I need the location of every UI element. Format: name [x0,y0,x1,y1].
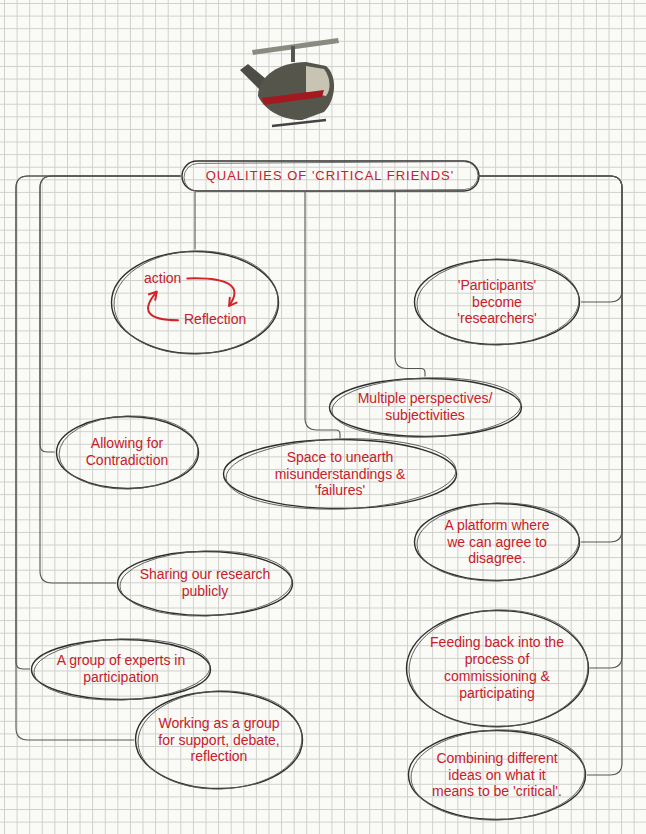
bubble-content: actionReflection [110,270,280,375]
ellipse-stroke [416,256,581,348]
bubble-text: Combining different ideas on what it mea… [429,750,565,800]
mind-map-bubble: A group of experts in participation [30,638,212,701]
bubble-text: Reflection [184,311,246,328]
mind-map-bubble: Combining different ideas on what it mea… [407,729,587,821]
bubble-text: Space to unearth misunderstandings & 'fa… [250,449,431,499]
connector-line [395,192,425,377]
bubble-content: Multiple perspectives/ subjectivities [328,377,523,438]
connector-line [194,192,195,250]
cycle-arrow [187,278,234,306]
bubble-content: Feeding back into the process of commiss… [405,609,590,728]
ellipse-stroke [118,551,293,615]
red-stripe [262,90,324,105]
ellipse-stroke [224,440,457,509]
mind-map-bubble: actionReflection [110,250,280,355]
ellipse-stroke [225,435,457,513]
connector-line [480,176,623,542]
connector-line [40,176,181,583]
mind-map-bubble: Working as a group for support, debate, … [134,690,304,790]
helicopter [240,38,339,126]
bubble-text: Multiple perspectives/ subjectivities [351,390,499,424]
connector-line [305,192,340,438]
ellipse-stroke [57,413,198,491]
bubble-text: A platform where we can agree to disagre… [434,517,560,567]
cycle-arrowhead [229,297,236,305]
mind-map-bubble: Multiple perspectives/ subjectivities [328,377,523,438]
bubble-content: Combining different ideas on what it mea… [407,729,587,821]
pill-stroke [182,161,479,191]
rotor-blade [252,38,339,55]
bubble-text: A group of experts in participation [52,652,190,686]
pill-stroke [183,161,477,191]
ellipse-stroke [329,378,521,436]
bubble-content: Allowing for Contradiction [55,415,200,490]
ellipse-stroke [407,606,590,729]
rotor-mast [291,46,295,62]
mind-map-bubble: A platform where we can agree to disagre… [413,502,581,582]
bubble-content: A group of experts in participation [30,638,212,701]
bubble-content: 'Participants' become 'researchers' [413,258,581,346]
mind-map-bubble: Space to unearth misunderstandings & 'fa… [222,438,458,510]
ellipse-stroke [415,260,580,345]
ellipse-stroke [331,374,522,440]
cycle-arrowhead [149,291,157,299]
title-pill: QUALITIES OF 'CRITICAL FRIENDS' [181,160,480,192]
bubble-text: Sharing our research publicly [138,566,272,600]
title-text: QUALITIES OF 'CRITICAL FRIENDS' [206,168,455,184]
mind-map-bubble: 'Participants' become 'researchers' [413,258,581,346]
ellipse-stroke [415,504,580,581]
bubble-content: Working as a group for support, debate, … [134,690,304,790]
mind-map-bubble: Allowing for Contradiction [55,415,200,490]
bubble-content: A platform where we can agree to disagre… [413,502,581,582]
cycle-arrow [148,291,178,319]
bubble-text: action [144,270,181,287]
skid [272,120,326,126]
bubble-content: Sharing our research publicly [116,550,294,617]
ellipse-stroke [409,727,586,823]
bubble-outline [110,250,280,355]
bubble-content: Space to unearth misunderstandings & 'fa… [222,438,458,510]
ellipse-stroke [32,639,211,699]
ellipse-stroke [136,688,303,792]
ellipse-stroke [416,500,581,584]
ellipse-stroke [112,248,279,357]
mind-map-bubble: Sharing our research publicly [116,550,294,617]
bubble-text: 'Participants' become 'researchers' [434,277,560,327]
connector-line [480,176,623,668]
ellipse-stroke [33,635,211,702]
helicopter-body [258,62,334,120]
mind-map-bubble: Feeding back into the process of commiss… [405,609,590,728]
bubble-content: QUALITIES OF 'CRITICAL FRIENDS' [181,160,480,192]
bubble-text: Allowing for Contradiction [73,435,181,469]
bubble-text: Feeding back into the process of commiss… [427,634,567,701]
connector-line [16,176,181,669]
bubble-text: Working as a group for support, debate, … [155,715,283,765]
ellipse-stroke [119,547,293,618]
helicopter-illustration [0,0,646,140]
ellipse-stroke [409,731,586,820]
connector-line [40,176,181,452]
